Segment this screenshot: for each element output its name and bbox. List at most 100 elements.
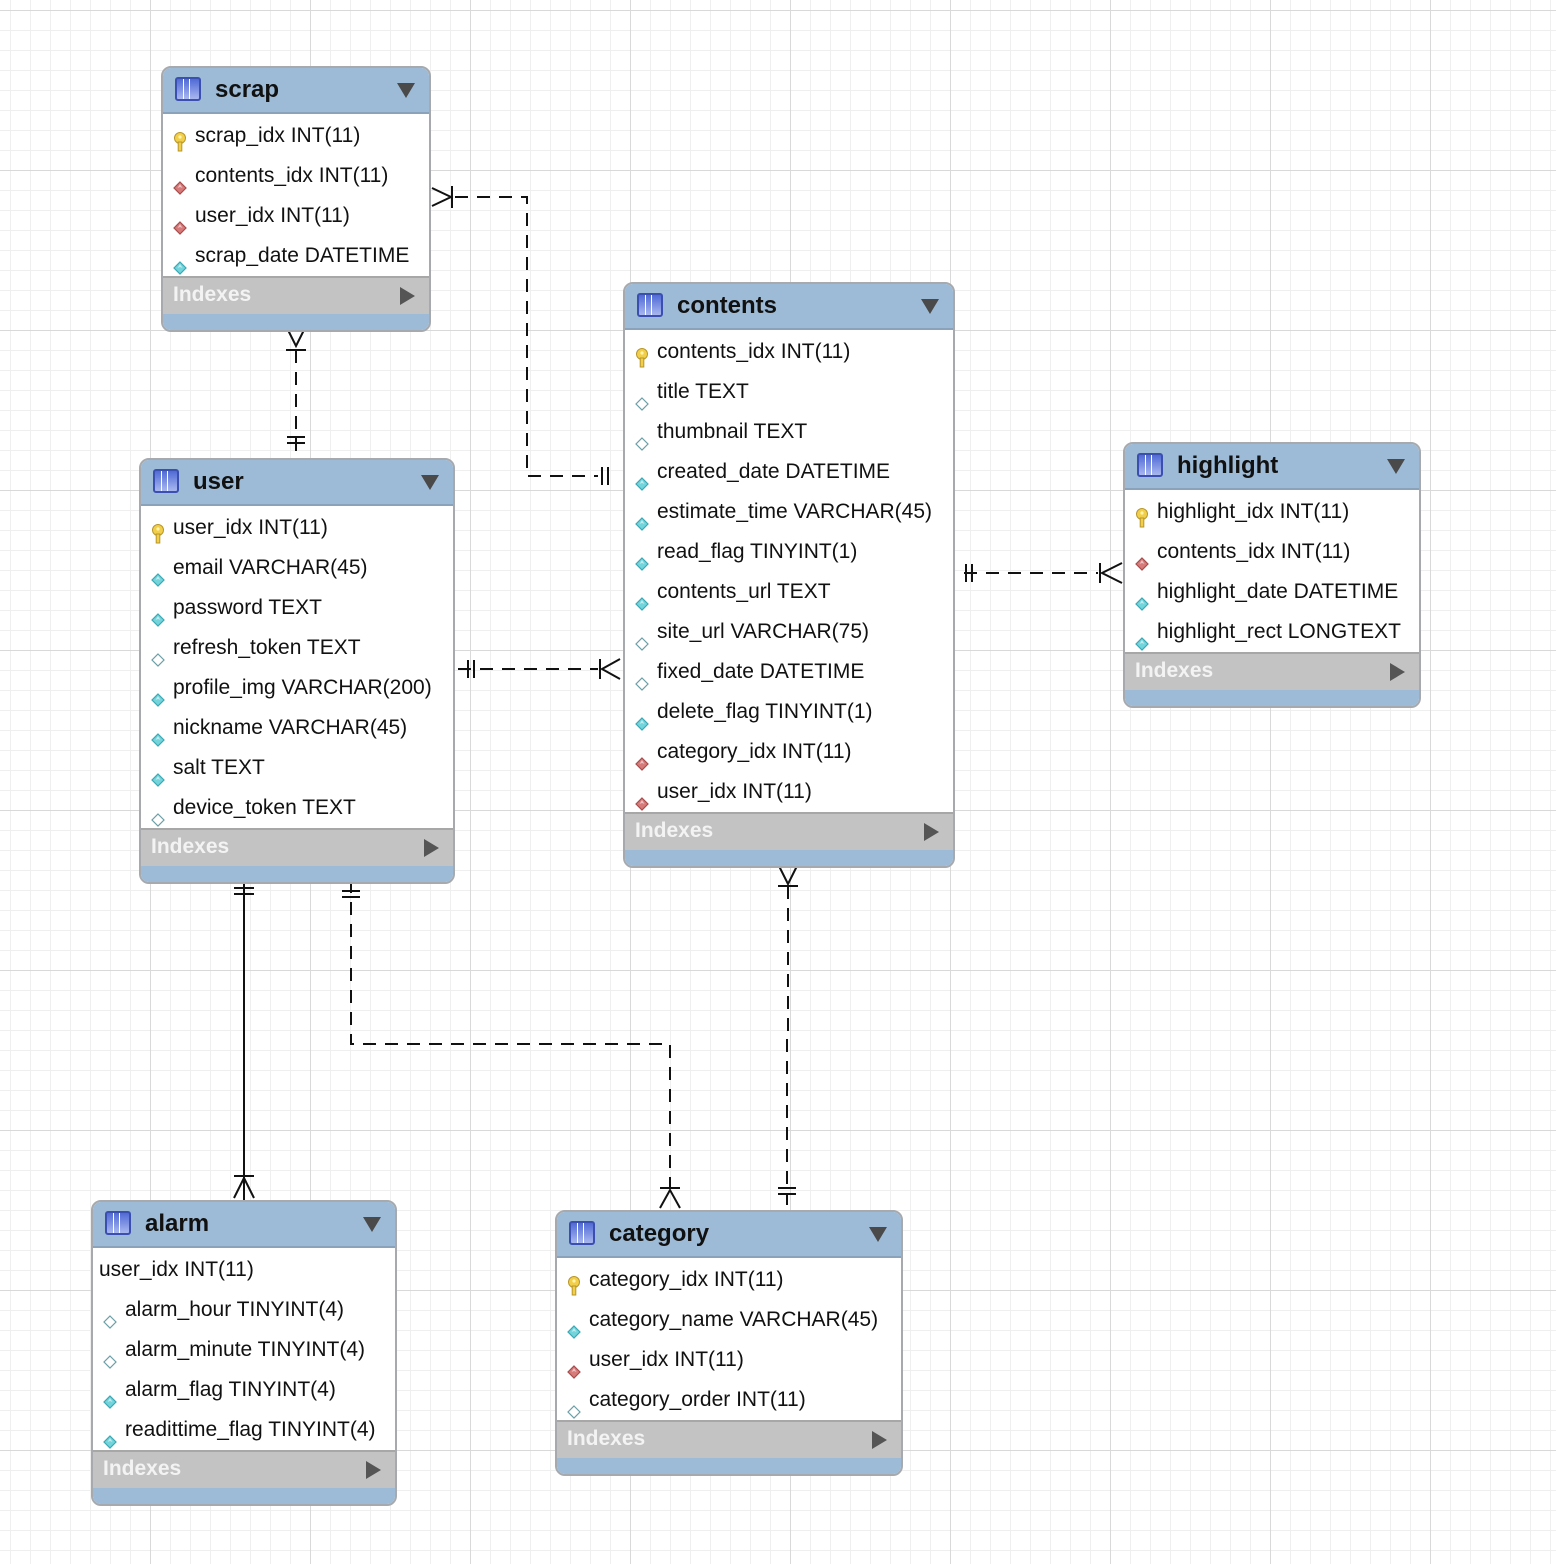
primary-key-icon bbox=[635, 342, 649, 368]
column-text: category_name VARCHAR(45) bbox=[589, 1308, 879, 1331]
column-row[interactable]: alarm_flag TINYINT(4) bbox=[93, 1370, 395, 1410]
column-row[interactable]: category_idx INT(11) bbox=[557, 1260, 901, 1300]
column-row[interactable]: title TEXT bbox=[625, 372, 953, 412]
table-header[interactable]: category bbox=[557, 1212, 901, 1258]
column-row[interactable]: user_idx INT(11) bbox=[93, 1250, 395, 1290]
indexes-section[interactable]: Indexes bbox=[141, 828, 453, 866]
column-row[interactable]: created_date DATETIME bbox=[625, 452, 953, 492]
table-header[interactable]: alarm bbox=[93, 1202, 395, 1248]
column-row[interactable]: highlight_date DATETIME bbox=[1125, 572, 1419, 612]
column-text: email VARCHAR(45) bbox=[173, 556, 368, 579]
column-row[interactable]: contents_idx INT(11) bbox=[625, 332, 953, 372]
nullable-column-icon bbox=[151, 801, 165, 827]
expand-triangle-icon[interactable] bbox=[1390, 663, 1405, 681]
column-row[interactable]: alarm_hour TINYINT(4) bbox=[93, 1290, 395, 1330]
column-row[interactable]: profile_img VARCHAR(200) bbox=[141, 668, 453, 708]
column-text: contents_idx INT(11) bbox=[1157, 540, 1351, 563]
expand-triangle-icon[interactable] bbox=[366, 1461, 381, 1479]
foreign-key-icon bbox=[635, 785, 649, 811]
column-row[interactable]: thumbnail TEXT bbox=[625, 412, 953, 452]
not-null-column-icon bbox=[173, 249, 187, 275]
column-row[interactable]: contents_url TEXT bbox=[625, 572, 953, 612]
table-highlight[interactable]: highlight highlight_idx INT(11) contents_i… bbox=[1123, 442, 1421, 708]
table-header[interactable]: contents bbox=[625, 284, 953, 330]
column-text: alarm_flag TINYINT(4) bbox=[125, 1378, 336, 1401]
column-text: fixed_date DATETIME bbox=[657, 660, 865, 683]
expand-triangle-icon[interactable] bbox=[872, 1431, 887, 1449]
column-row[interactable]: password TEXT bbox=[141, 588, 453, 628]
column-text: read_flag TINYINT(1) bbox=[657, 540, 858, 563]
column-row[interactable]: device_token TEXT bbox=[141, 788, 453, 828]
collapse-triangle-icon[interactable] bbox=[363, 1217, 381, 1232]
column-row[interactable]: salt TEXT bbox=[141, 748, 453, 788]
column-text: delete_flag TINYINT(1) bbox=[657, 700, 873, 723]
column-row[interactable]: read_flag TINYINT(1) bbox=[625, 532, 953, 572]
relationship-user-category[interactable] bbox=[342, 880, 681, 1209]
table-title: highlight bbox=[1177, 452, 1279, 479]
column-row[interactable]: nickname VARCHAR(45) bbox=[141, 708, 453, 748]
relationship-category-contents[interactable] bbox=[778, 865, 798, 1205]
column-text: title TEXT bbox=[657, 380, 749, 403]
table-header[interactable]: user bbox=[141, 460, 453, 506]
nullable-column-icon bbox=[151, 641, 165, 667]
collapse-triangle-icon[interactable] bbox=[397, 83, 415, 98]
not-null-column-icon bbox=[151, 721, 165, 747]
column-row[interactable]: category_name VARCHAR(45) bbox=[557, 1300, 901, 1340]
table-header[interactable]: scrap bbox=[163, 68, 429, 114]
column-row[interactable]: highlight_idx INT(11) bbox=[1125, 492, 1419, 532]
column-text: alarm_minute TINYINT(4) bbox=[125, 1338, 366, 1361]
column-row[interactable]: fixed_date DATETIME bbox=[625, 652, 953, 692]
relationship-user-contents[interactable] bbox=[458, 658, 621, 680]
table-icon bbox=[569, 1221, 595, 1245]
relationship-user-scrap[interactable] bbox=[286, 327, 306, 452]
relationship-user-alarm[interactable] bbox=[233, 880, 255, 1200]
indexes-section[interactable]: Indexes bbox=[1125, 652, 1419, 690]
collapse-triangle-icon[interactable] bbox=[869, 1227, 887, 1242]
column-row[interactable]: contents_idx INT(11) bbox=[163, 156, 429, 196]
expand-triangle-icon[interactable] bbox=[400, 287, 415, 305]
column-row[interactable]: alarm_minute TINYINT(4) bbox=[93, 1330, 395, 1370]
column-row[interactable]: user_idx INT(11) bbox=[163, 196, 429, 236]
column-text: nickname VARCHAR(45) bbox=[173, 716, 408, 739]
column-row[interactable]: category_order INT(11) bbox=[557, 1380, 901, 1420]
collapse-triangle-icon[interactable] bbox=[421, 475, 439, 490]
table-header[interactable]: highlight bbox=[1125, 444, 1419, 490]
column-text: site_url VARCHAR(75) bbox=[657, 620, 869, 643]
column-list: user_idx INT(11) email VARCHAR(45) passwor… bbox=[141, 506, 453, 828]
column-row[interactable]: delete_flag TINYINT(1) bbox=[625, 692, 953, 732]
column-row[interactable]: estimate_time VARCHAR(45) bbox=[625, 492, 953, 532]
column-row[interactable]: site_url VARCHAR(75) bbox=[625, 612, 953, 652]
column-row[interactable]: user_idx INT(11) bbox=[557, 1340, 901, 1380]
column-text: user_idx INT(11) bbox=[589, 1348, 744, 1371]
column-text: password TEXT bbox=[173, 596, 322, 619]
column-row[interactable]: refresh_token TEXT bbox=[141, 628, 453, 668]
column-row[interactable]: contents_idx INT(11) bbox=[1125, 532, 1419, 572]
column-row[interactable]: scrap_date DATETIME bbox=[163, 236, 429, 276]
column-row[interactable]: highlight_rect LONGTEXT bbox=[1125, 612, 1419, 652]
not-null-column-icon bbox=[151, 601, 165, 627]
indexes-section[interactable]: Indexes bbox=[93, 1450, 395, 1488]
column-row[interactable]: email VARCHAR(45) bbox=[141, 548, 453, 588]
collapse-triangle-icon[interactable] bbox=[1387, 459, 1405, 474]
collapse-triangle-icon[interactable] bbox=[921, 299, 939, 314]
column-text: category_order INT(11) bbox=[589, 1388, 806, 1411]
column-row[interactable]: category_idx INT(11) bbox=[625, 732, 953, 772]
column-text: category_idx INT(11) bbox=[657, 740, 852, 763]
indexes-section[interactable]: Indexes bbox=[625, 812, 953, 850]
relationship-contents-highlight[interactable] bbox=[964, 562, 1123, 584]
expand-triangle-icon[interactable] bbox=[924, 823, 939, 841]
column-row[interactable]: user_idx INT(11) bbox=[141, 508, 453, 548]
column-row[interactable]: user_idx INT(11) bbox=[625, 772, 953, 812]
indexes-section[interactable]: Indexes bbox=[557, 1420, 901, 1458]
indexes-section[interactable]: Indexes bbox=[163, 276, 429, 314]
column-row[interactable]: scrap_idx INT(11) bbox=[163, 116, 429, 156]
expand-triangle-icon[interactable] bbox=[424, 839, 439, 857]
column-row[interactable]: readittime_flag TINYINT(4) bbox=[93, 1410, 395, 1450]
relationship-contents-scrap[interactable] bbox=[431, 186, 609, 485]
